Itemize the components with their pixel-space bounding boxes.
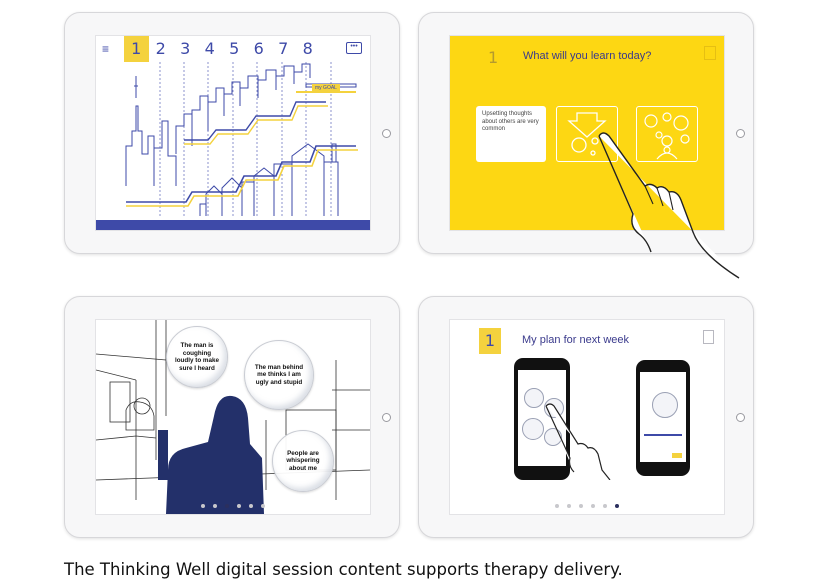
page-dot-active[interactable] — [225, 504, 229, 508]
thought-down-tile[interactable] — [556, 106, 618, 162]
thought-bubble[interactable]: The man is coughing loudly to make sure … — [166, 326, 228, 388]
page-dot-active[interactable] — [615, 504, 619, 508]
session-tab-7[interactable]: 7 — [278, 39, 289, 58]
page-dot[interactable] — [261, 504, 265, 508]
tablet-weekly-plan: 1 My plan for next week — [418, 296, 754, 538]
session-map-screen: ≡ 1 2 3 4 5 6 7 8 ••• — [95, 35, 371, 231]
tablet-bus-scene: The man is coughing loudly to make sure … — [64, 296, 400, 538]
home-button[interactable] — [382, 129, 391, 138]
thought-bubble[interactable]: People are whispering about me — [272, 430, 334, 492]
session-tab-4[interactable]: 4 — [204, 39, 215, 58]
session-tab-8[interactable]: 8 — [302, 39, 313, 58]
bubbles-person-icon — [644, 112, 690, 160]
page-dot[interactable] — [213, 504, 217, 508]
session-tab-1[interactable]: 1 — [124, 36, 149, 62]
mini-thought-bubble[interactable] — [652, 392, 678, 418]
session-number-nav: 1 2 3 4 5 6 7 8 — [124, 36, 320, 62]
progress-bar — [96, 220, 370, 230]
tablet-learn-today: 1 What will you learn today? Upsetting t… — [418, 12, 754, 279]
session-tab-6[interactable]: 6 — [253, 39, 264, 58]
page-dot[interactable] — [237, 504, 241, 508]
session-number: 1 — [479, 328, 501, 354]
next-button[interactable] — [672, 453, 682, 458]
weekly-plan-screen: 1 My plan for next week — [449, 319, 725, 515]
page-dot[interactable] — [567, 504, 571, 508]
screen-title: My plan for next week — [522, 334, 629, 346]
page-dot[interactable] — [249, 504, 253, 508]
session-tab-3[interactable]: 3 — [180, 39, 191, 58]
city-path-illustration — [125, 62, 358, 216]
home-button[interactable] — [382, 413, 391, 422]
page-dot[interactable] — [591, 504, 595, 508]
bus-scene-screen: The man is coughing loudly to make sure … — [95, 319, 371, 515]
page-dot[interactable] — [603, 504, 607, 508]
learning-card[interactable]: Upsetting thoughts about others are very… — [476, 106, 546, 162]
session-number: 1 — [488, 48, 499, 67]
arrow-down-circles-icon — [567, 112, 607, 156]
pagination-dots — [450, 504, 724, 508]
screen-title: What will you learn today? — [523, 50, 652, 62]
mini-thought-bubble[interactable] — [522, 418, 544, 440]
page-dot[interactable] — [579, 504, 583, 508]
thought-bubble[interactable]: The man behind me thinks I am ugly and s… — [244, 340, 314, 410]
page-dot[interactable] — [555, 504, 559, 508]
home-button[interactable] — [736, 413, 745, 422]
slider-track[interactable] — [644, 434, 682, 436]
page-icon — [704, 46, 716, 60]
session-tab-5[interactable]: 5 — [229, 39, 240, 58]
page-dot[interactable] — [201, 504, 205, 508]
phone-screen — [640, 372, 686, 462]
figure-caption: The Thinking Well digital session conten… — [64, 560, 623, 579]
phone-mockup-right — [636, 360, 690, 476]
bus-scene-illustration — [96, 320, 370, 514]
mini-thought-bubble[interactable] — [524, 388, 544, 408]
tablet-session-map: ≡ 1 2 3 4 5 6 7 8 ••• — [64, 12, 400, 254]
hamburger-menu-icon[interactable]: ≡ — [102, 42, 110, 56]
chat-bubble-icon[interactable]: ••• — [346, 42, 362, 54]
pointing-hand-icon — [598, 132, 740, 279]
page-icon — [703, 330, 714, 344]
home-button[interactable] — [736, 129, 745, 138]
goal-sign: my GOAL — [312, 84, 340, 92]
bubbles-person-tile[interactable] — [636, 106, 698, 162]
tapping-hand-icon — [545, 403, 611, 480]
pagination-dots — [96, 504, 370, 508]
session-tab-2[interactable]: 2 — [155, 39, 166, 58]
